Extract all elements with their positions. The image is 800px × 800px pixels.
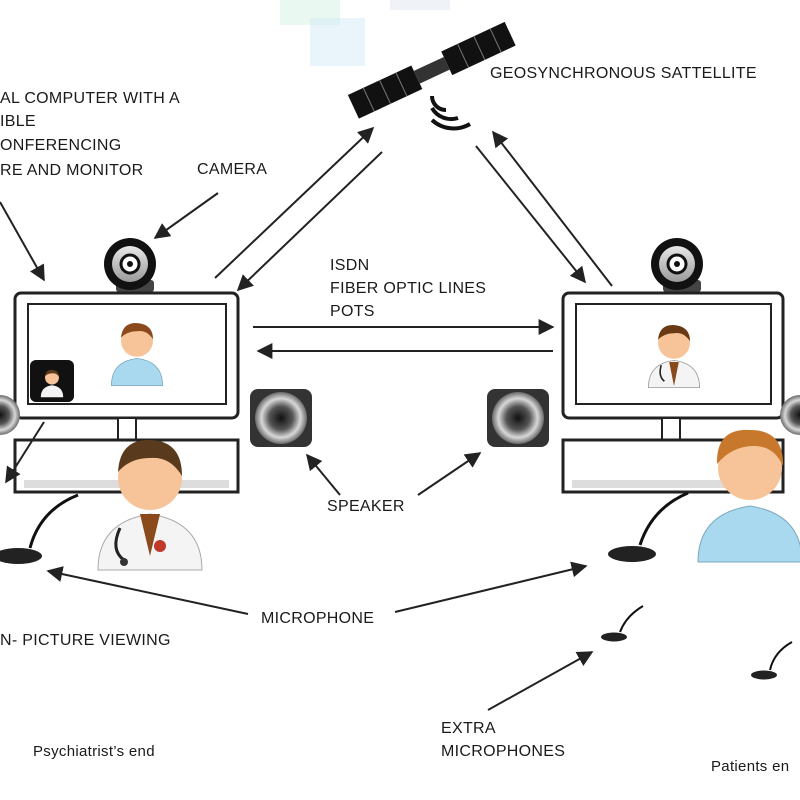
- microphone-icon: [751, 641, 793, 680]
- extra-mic-label-line-2: MICROPHONES: [441, 743, 566, 760]
- satellite-link-arrows: [214, 126, 613, 292]
- link-label-fiber: FIBER OPTIC LINES: [330, 280, 487, 297]
- microphone-label: MICROPHONE: [261, 610, 375, 627]
- camera-icon: [651, 238, 703, 292]
- microphone-icon: [601, 605, 644, 642]
- doctor-icon: [40, 369, 64, 398]
- link-label-isdn: ISDN: [330, 257, 370, 274]
- patient-icon: [697, 429, 800, 563]
- speaker-icon: [250, 389, 312, 447]
- pip-label: N- PICTURE VIEWING: [0, 632, 171, 649]
- doctor-icon: [97, 439, 203, 571]
- patient-end-label: Patients en: [711, 758, 790, 775]
- microphone-icon: [608, 491, 689, 562]
- computer-label-line-1: AL COMPUTER WITH A: [0, 90, 180, 107]
- satellite-icon: [347, 21, 516, 131]
- satellite-label: GEOSYNCHRONOUS SATTELLITE: [490, 65, 757, 82]
- doctor-icon: [110, 323, 164, 387]
- computer-label-line-3: ONFERENCING: [0, 137, 122, 154]
- speaker-icon: [487, 389, 549, 447]
- computer-label-line-4: RE AND MONITOR: [0, 162, 144, 179]
- computer-label-line-2: IBLE: [0, 113, 36, 130]
- speaker-icon: [0, 395, 20, 435]
- extra-mic-label-line-1: EXTRA: [441, 720, 496, 737]
- link-label-pots: POTS: [330, 303, 375, 320]
- psychiatrist-end-label: Psychiatrist’s end: [33, 743, 155, 760]
- camera-icon: [104, 238, 156, 292]
- doctor-icon: [647, 325, 701, 389]
- speaker-icon: [780, 395, 800, 435]
- speaker-label: SPEAKER: [327, 498, 405, 515]
- terrestrial-link-arrows: [253, 319, 555, 359]
- pointer-arrows: [0, 192, 594, 711]
- microphone-icon: [0, 493, 79, 564]
- camera-label: CAMERA: [197, 161, 268, 178]
